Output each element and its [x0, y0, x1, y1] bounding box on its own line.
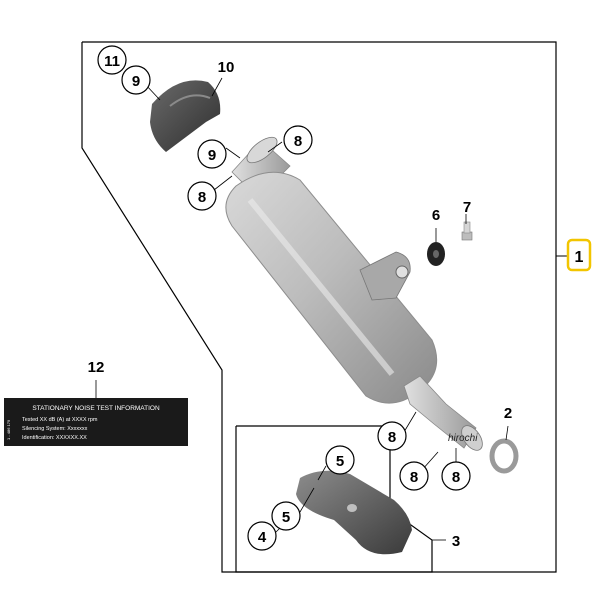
svg-text:4: 4 — [258, 529, 267, 546]
callout-3: 3 — [452, 533, 460, 550]
callout-10: 10 — [218, 59, 235, 76]
callout-8-left: 8 — [187, 181, 217, 211]
silencer-body — [225, 136, 483, 451]
callout-4: 4 — [247, 521, 277, 551]
heat-shield — [296, 470, 412, 555]
end-cap — [150, 80, 221, 152]
callout-9-bottom: 9 — [197, 139, 227, 169]
watermark-text: hirochi — [448, 433, 478, 444]
callout-1: 1 — [566, 238, 592, 272]
noise-test-label: 1 - 486 179 STATIONARY NOISE TEST INFORM… — [4, 398, 188, 446]
label-side-text: 1 - 486 179 — [6, 419, 11, 440]
svg-text:5: 5 — [336, 453, 344, 470]
callout-6: 6 — [432, 207, 440, 224]
screw — [461, 221, 473, 241]
callout-8-top-right: 8 — [283, 125, 313, 155]
svg-text:8: 8 — [410, 469, 418, 486]
callout-5-top: 5 — [325, 445, 355, 475]
svg-text:10: 10 — [218, 59, 235, 76]
assembly-frame — [81, 41, 557, 573]
svg-text:8: 8 — [452, 469, 460, 486]
label-background — [4, 398, 188, 446]
label-title: STATIONARY NOISE TEST INFORMATION — [32, 405, 160, 412]
svg-text:8: 8 — [198, 189, 206, 206]
rubber-grommet — [427, 242, 445, 266]
callout-9-top: 9 — [121, 65, 151, 95]
callout-11: 11 — [97, 45, 127, 75]
svg-text:6: 6 — [432, 207, 440, 224]
svg-text:11: 11 — [104, 53, 120, 70]
svg-text:1: 1 — [575, 249, 584, 266]
svg-text:2: 2 — [504, 405, 512, 422]
clamp-ring — [489, 438, 519, 474]
callout-8-bottom-right: 8 — [441, 461, 471, 491]
svg-text:8: 8 — [388, 429, 396, 446]
svg-text:8: 8 — [294, 133, 302, 150]
svg-text:5: 5 — [282, 509, 290, 526]
callout-8-bottom-left: 8 — [399, 461, 429, 491]
label-line-3: Identification: XXXXXX.XX — [22, 435, 87, 441]
svg-text:9: 9 — [132, 73, 140, 90]
callout-12: 12 — [88, 359, 105, 376]
label-line-1: Tested XX dB (A) at XXXX rpm — [22, 417, 98, 423]
svg-text:9: 9 — [208, 147, 216, 164]
callout-2: 2 — [504, 405, 512, 422]
callout-7: 7 — [463, 199, 471, 216]
label-line-2: Silencing System: Xxxxxxx — [22, 426, 88, 432]
callout-8-center: 8 — [377, 421, 407, 451]
svg-text:7: 7 — [463, 199, 471, 216]
svg-text:12: 12 — [88, 359, 105, 376]
callout-5-bottom: 5 — [271, 501, 301, 531]
svg-text:3: 3 — [452, 533, 460, 550]
